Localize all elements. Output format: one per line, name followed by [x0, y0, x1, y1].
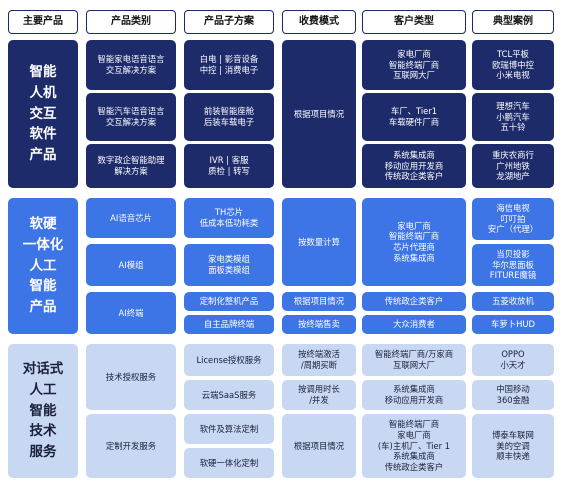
case-dialog-mobile: 中国移动 360金融: [472, 380, 554, 410]
case-hw-wuling: 五菱收放机: [472, 292, 554, 311]
customer-hw-vendors: 家电厂商 智能终端厂商 芯片代理商 系统集成商: [362, 198, 466, 286]
case-hw-module: 当贝投影 华尔思面板 FITURE魔镜: [472, 244, 554, 286]
case-hci-gov: 重庆农商行 广州地铁 龙湖地产: [472, 144, 554, 188]
charge-by-quantity: 按数量计算: [282, 198, 356, 286]
sub-solution-own-brand: 自主品牌终端: [184, 315, 274, 334]
product-dialog-ai-service: 对话式 人工 智能 技术 服务: [8, 344, 78, 478]
charge-activation-buyout: 按终端激活 /周期买断: [282, 344, 356, 376]
charge-dialog-project: 根据项目情况: [282, 414, 356, 478]
case-hci-auto: 理想汽车 小鹏汽车 五十铃: [472, 93, 554, 141]
customer-dialog-mixed: 智能终端厂商 家电厂商 (车)主机厂、Tier 1 系统集成商 传统政企类客户: [362, 414, 466, 478]
header-main-product: 主要产品: [8, 10, 78, 34]
category-ai-voice-chip: AI语音芯片: [86, 198, 176, 238]
header-typical-case: 典型案例: [472, 10, 554, 34]
sub-solution-th-chip: TH芯片 低成本低功耗类: [184, 198, 274, 238]
case-dialog-oppo: OPPO 小天才: [472, 344, 554, 376]
sub-solution-saas: 云端SaaS服务: [184, 380, 274, 410]
sub-solution-modules: 家电类模组 面板类模组: [184, 244, 274, 286]
header-charge-model: 收费模式: [282, 10, 356, 34]
category-ai-module: AI模组: [86, 244, 176, 286]
category-gov-assistant: 数字政企智能助理 解决方案: [86, 144, 176, 188]
charge-call-duration: 按调用时长 /并发: [282, 380, 356, 410]
header-product-category: 产品类别: [86, 10, 176, 34]
sub-solution-algorithm: 软件及算法定制: [184, 414, 274, 444]
customer-dialog-terminal: 智能终端厂商/万家商 互联网大厂: [362, 344, 466, 376]
sub-solution-license: License授权服务: [184, 344, 274, 376]
sub-solution-appliance: 白电 | 影音设备 中控 | 消费电子: [184, 40, 274, 90]
category-ai-terminal: AI终端: [86, 292, 176, 334]
sub-solution-hw-custom: 软硬一体化定制: [184, 448, 274, 478]
case-hci-appliance: TCL平板 欧瑞博中控 小米电视: [472, 40, 554, 90]
customer-hci-gov: 系统集成商 移动应用开发商 传统政企类客户: [362, 144, 466, 188]
header-customer-type: 客户类型: [362, 10, 466, 34]
product-hci-software: 智能 人机 交互 软件 产品: [8, 40, 78, 188]
category-tech-license: 技术授权服务: [86, 344, 176, 410]
customer-hw-gov: 传统政企类客户: [362, 292, 466, 311]
category-home-appliance-voice: 智能家电语音语言 交互解决方案: [86, 40, 176, 90]
case-hw-chip: 海信电视 叮叮拍 安广（代理）: [472, 198, 554, 240]
charge-by-project: 根据项目情况: [282, 292, 356, 311]
case-dialog-custom: 博泰车联网 美的空调 顺丰快递: [472, 414, 554, 478]
customer-hw-consumer: 大众消费者: [362, 315, 466, 334]
sub-solution-ivr: IVR | 客服 质检 | 转写: [184, 144, 274, 188]
category-custom-dev: 定制开发服务: [86, 414, 176, 478]
customer-dialog-integrator: 系统集成商 移动应用开发商: [362, 380, 466, 410]
product-hw-integrated: 软硬 一体化 人工 智能 产品: [8, 198, 78, 334]
customer-hci-appliance: 家电厂商 智能终端厂商 互联网大厂: [362, 40, 466, 90]
charge-by-terminal-sale: 按终端售卖: [282, 315, 356, 334]
sub-solution-custom-device: 定制化整机产品: [184, 292, 274, 311]
header-sub-solution: 产品子方案: [184, 10, 274, 34]
case-hw-hud: 车萝卜HUD: [472, 315, 554, 334]
customer-hci-auto: 车厂、Tier1 车载硬件厂商: [362, 93, 466, 141]
category-auto-voice: 智能汽车语音语言 交互解决方案: [86, 93, 176, 141]
sub-solution-cockpit: 前装智能座舱 后装车载电子: [184, 93, 274, 141]
charge-hci: 根据项目情况: [282, 40, 356, 188]
